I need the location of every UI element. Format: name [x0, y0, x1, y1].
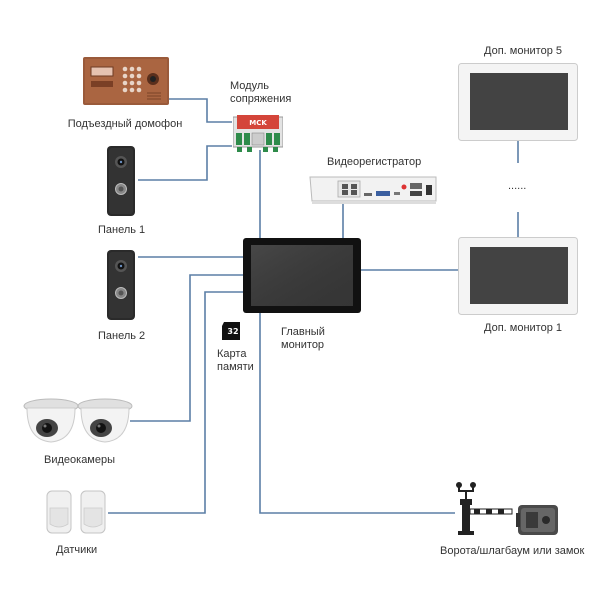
dome-camera-2 — [77, 398, 133, 444]
main-monitor-label-line2: монитор — [281, 339, 325, 351]
sensors-label: Датчики — [56, 544, 98, 556]
dvr-label: Видеорегистратор — [327, 156, 422, 168]
gate-label: Ворота/шлагбаум или замок — [440, 545, 585, 557]
entrance-doorphone — [83, 57, 169, 105]
main-monitor-label-line1: Главный — [281, 326, 325, 338]
call-panel-1 — [107, 146, 135, 216]
interface-module: MCK — [232, 111, 284, 153]
ext-monitor-1-label: Доп. монитор 1 — [484, 322, 562, 334]
wire-cameras-monitor — [130, 274, 244, 422]
wire-sensors-monitor — [108, 291, 244, 514]
module-label-line1: Модуль — [230, 80, 269, 92]
module-label-line2: сопряжения — [230, 93, 292, 105]
ext-monitor-1 — [458, 237, 578, 315]
panel2-label: Панель 2 — [98, 330, 146, 342]
memory-card-icon: 32 — [222, 322, 242, 340]
memory-label-line1: Карта — [217, 348, 247, 360]
panel1-label: Панель 1 — [98, 224, 146, 236]
electric-lock-icon — [516, 503, 560, 537]
motion-sensor-1 — [46, 490, 72, 534]
module-badge: MCK — [249, 119, 267, 127]
doorphone-label: Подъездный домофон — [67, 118, 183, 130]
wire-doorphone-module — [167, 98, 232, 123]
ellipsis-dots: ...... — [508, 180, 527, 192]
barrier-icon — [452, 481, 514, 537]
memory-label-line2: памяти — [217, 361, 254, 373]
wire-monitor-gate — [259, 311, 455, 514]
dome-camera-1 — [23, 398, 79, 444]
ext-monitor-5-label: Доп. монитор 5 — [484, 45, 562, 57]
main-monitor — [243, 238, 361, 313]
call-panel-2 — [107, 250, 135, 320]
memory-card-text: 32 — [227, 327, 238, 336]
motion-sensor-2 — [80, 490, 106, 534]
dvr-device — [308, 175, 438, 205]
cameras-label: Видеокамеры — [44, 454, 116, 466]
ext-monitor-5 — [458, 63, 578, 141]
wire-panel1-module — [138, 145, 232, 181]
